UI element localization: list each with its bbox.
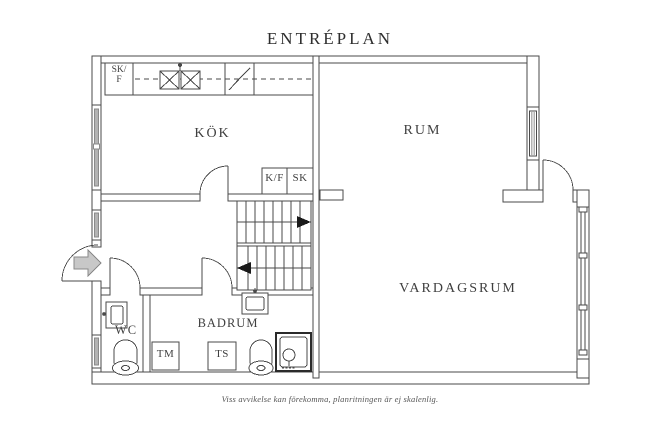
stove-icon: [228, 67, 251, 91]
room-label-wc: WC: [114, 323, 138, 337]
window-hall-left: [91, 209, 102, 241]
dryer-label: TS: [215, 348, 229, 360]
stair-down-arrow-icon: [237, 262, 251, 274]
skf-line2: F: [116, 74, 122, 85]
window-rum-right: [526, 106, 540, 161]
dryer-box: [207, 341, 237, 371]
window-vardagsrum-right: [576, 206, 590, 360]
cabinet-label-kf: K/F: [265, 172, 284, 184]
stairs: [236, 200, 312, 291]
entry-door: [61, 244, 99, 282]
wc-sink-icon: [102, 301, 128, 329]
skf-line1: SK/: [111, 65, 127, 75]
kitchen-door: [199, 165, 229, 195]
bathroom-sink-icon: [241, 288, 269, 315]
terrace-door: [542, 159, 574, 191]
washing-machine-box: [151, 341, 180, 371]
cabinet-sk: [286, 167, 314, 195]
washing-machine-label: TM: [156, 348, 175, 360]
page-title: ENTRÉPLAN: [266, 29, 394, 48]
cabinet-label-skf: SK/ F: [105, 65, 133, 86]
disclaimer-text: Viss avvikelse kan förekomma, planritnin…: [221, 394, 439, 404]
exterior-walls: [91, 55, 590, 385]
stair-up-arrow-icon: [297, 216, 311, 228]
bathroom-door: [201, 257, 233, 289]
kitchen-counter: [104, 62, 314, 96]
cabinet-kf: [261, 167, 288, 195]
bathroom-toilet-icon: [248, 339, 274, 376]
room-label-vardagsrum: VARDAGSRUM: [399, 281, 517, 296]
double-sink-icon: [159, 63, 201, 90]
room-label-rum: RUM: [403, 123, 442, 138]
cabinet-label-sk: SK: [292, 172, 308, 184]
entry-arrow-icon: [73, 248, 102, 278]
wc-toilet-icon: [112, 339, 139, 376]
wc-door: [109, 257, 141, 289]
room-label-badrum: BADRUM: [197, 316, 259, 330]
window-wc-left: [91, 334, 102, 369]
shower-icon: [274, 331, 313, 373]
window-kitchen-left: [91, 104, 102, 191]
room-label-kok: KÖK: [194, 126, 231, 141]
